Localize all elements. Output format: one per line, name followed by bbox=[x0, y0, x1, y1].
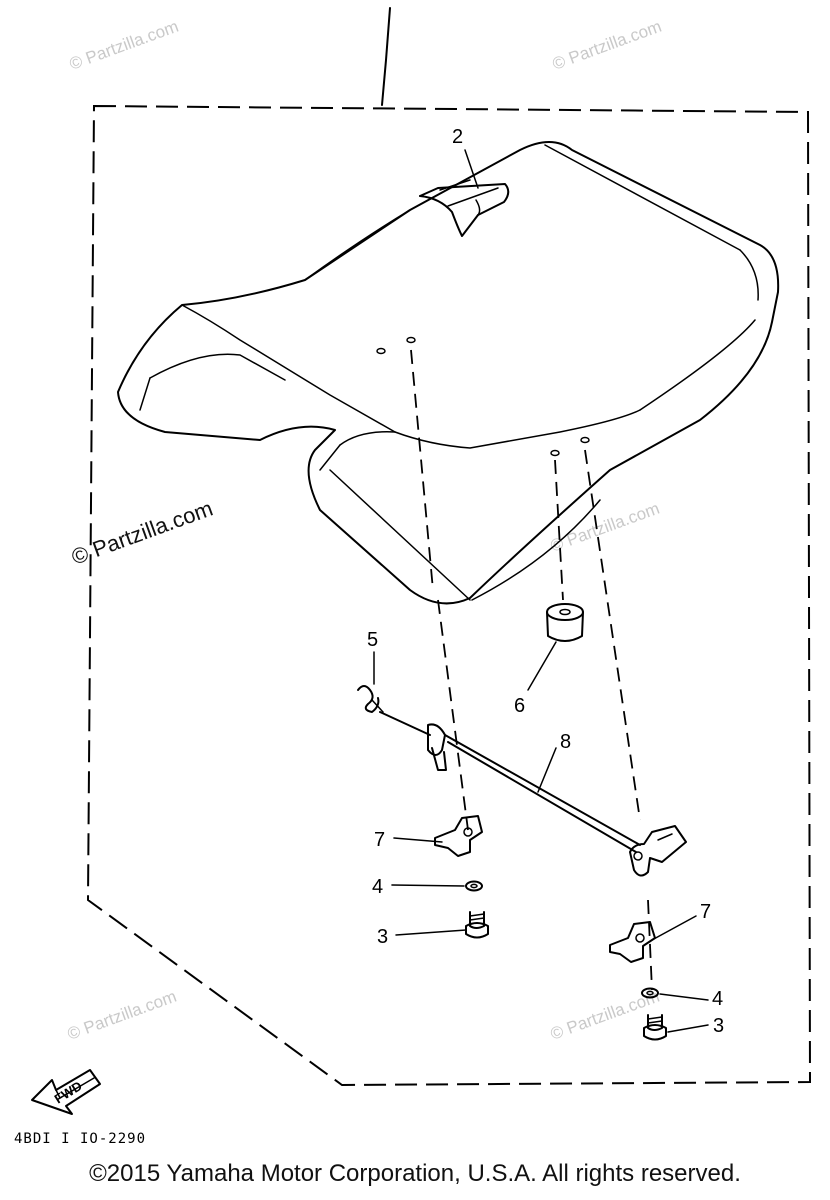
seat-edge-line bbox=[471, 499, 601, 601]
callout-7-lower: 7 bbox=[700, 901, 711, 923]
watermark: © Partzilla.com bbox=[67, 17, 181, 74]
fwd-arrow: FWD bbox=[31, 1069, 101, 1115]
seat-edge-line bbox=[181, 304, 396, 433]
callout-3-upper: 3 bbox=[377, 926, 388, 948]
seat-edge-line bbox=[329, 469, 471, 601]
watermark: © Partzilla.com bbox=[550, 17, 664, 74]
callout-5: 5 bbox=[367, 629, 378, 651]
callout-3-lower: 3 bbox=[713, 1015, 724, 1037]
copyright-notice: ©2015 Yamaha Motor Corporation, U.S.A. A… bbox=[89, 1160, 741, 1187]
part-7-bracket-upper bbox=[434, 815, 483, 857]
callout-8: 8 bbox=[560, 731, 571, 753]
watermark: © Partzilla.com bbox=[548, 499, 662, 556]
seat-edge-line bbox=[149, 353, 286, 381]
callout-6: 6 bbox=[514, 695, 525, 717]
callout-4-lower: 4 bbox=[712, 988, 723, 1010]
seat-outline bbox=[117, 141, 780, 605]
seat-edge-line bbox=[319, 444, 341, 471]
seat-edge-line bbox=[544, 144, 741, 251]
mounting-hole bbox=[406, 336, 416, 344]
seat-edge-line bbox=[139, 377, 151, 411]
part-4-washer-upper bbox=[465, 880, 483, 892]
callout-leaders bbox=[373, 149, 709, 1033]
watermark: © Partzilla.com bbox=[65, 987, 179, 1044]
watermarks: © Partzilla.com © Partzilla.com © Partzi… bbox=[65, 17, 664, 1044]
part-7-bracket-lower bbox=[609, 921, 656, 963]
seat-edge-line bbox=[304, 209, 411, 281]
assembly-boundary bbox=[86, 104, 812, 1087]
mounting-hole bbox=[550, 449, 560, 457]
part-2-strap bbox=[419, 179, 510, 237]
alignment-lines bbox=[410, 349, 653, 991]
diagram-code: 4BDI I IO-2290 bbox=[14, 1131, 146, 1147]
mounting-hole bbox=[580, 436, 590, 444]
part-8-rod bbox=[379, 711, 687, 877]
mounting-hole bbox=[376, 347, 386, 355]
seat-edge-line bbox=[639, 319, 756, 411]
callout-4-upper: 4 bbox=[372, 876, 383, 898]
seat bbox=[117, 141, 780, 605]
part-6-damper bbox=[546, 603, 584, 642]
seat-edge-line bbox=[394, 409, 641, 449]
callout-2: 2 bbox=[452, 126, 463, 148]
part-5-spring bbox=[357, 685, 384, 713]
part-3-bolt-lower bbox=[643, 1014, 667, 1041]
fwd-label: FWD bbox=[52, 1078, 85, 1106]
seat-edge-line bbox=[339, 431, 396, 446]
part-4-washer-lower bbox=[641, 987, 659, 999]
callouts: 2 5 6 8 7 4 3 7 4 3 bbox=[367, 126, 724, 1037]
part-3-bolt-upper bbox=[465, 911, 489, 939]
seat-edge-line bbox=[739, 249, 759, 301]
top-leader-line bbox=[381, 7, 391, 106]
callout-7-upper: 7 bbox=[374, 829, 385, 851]
